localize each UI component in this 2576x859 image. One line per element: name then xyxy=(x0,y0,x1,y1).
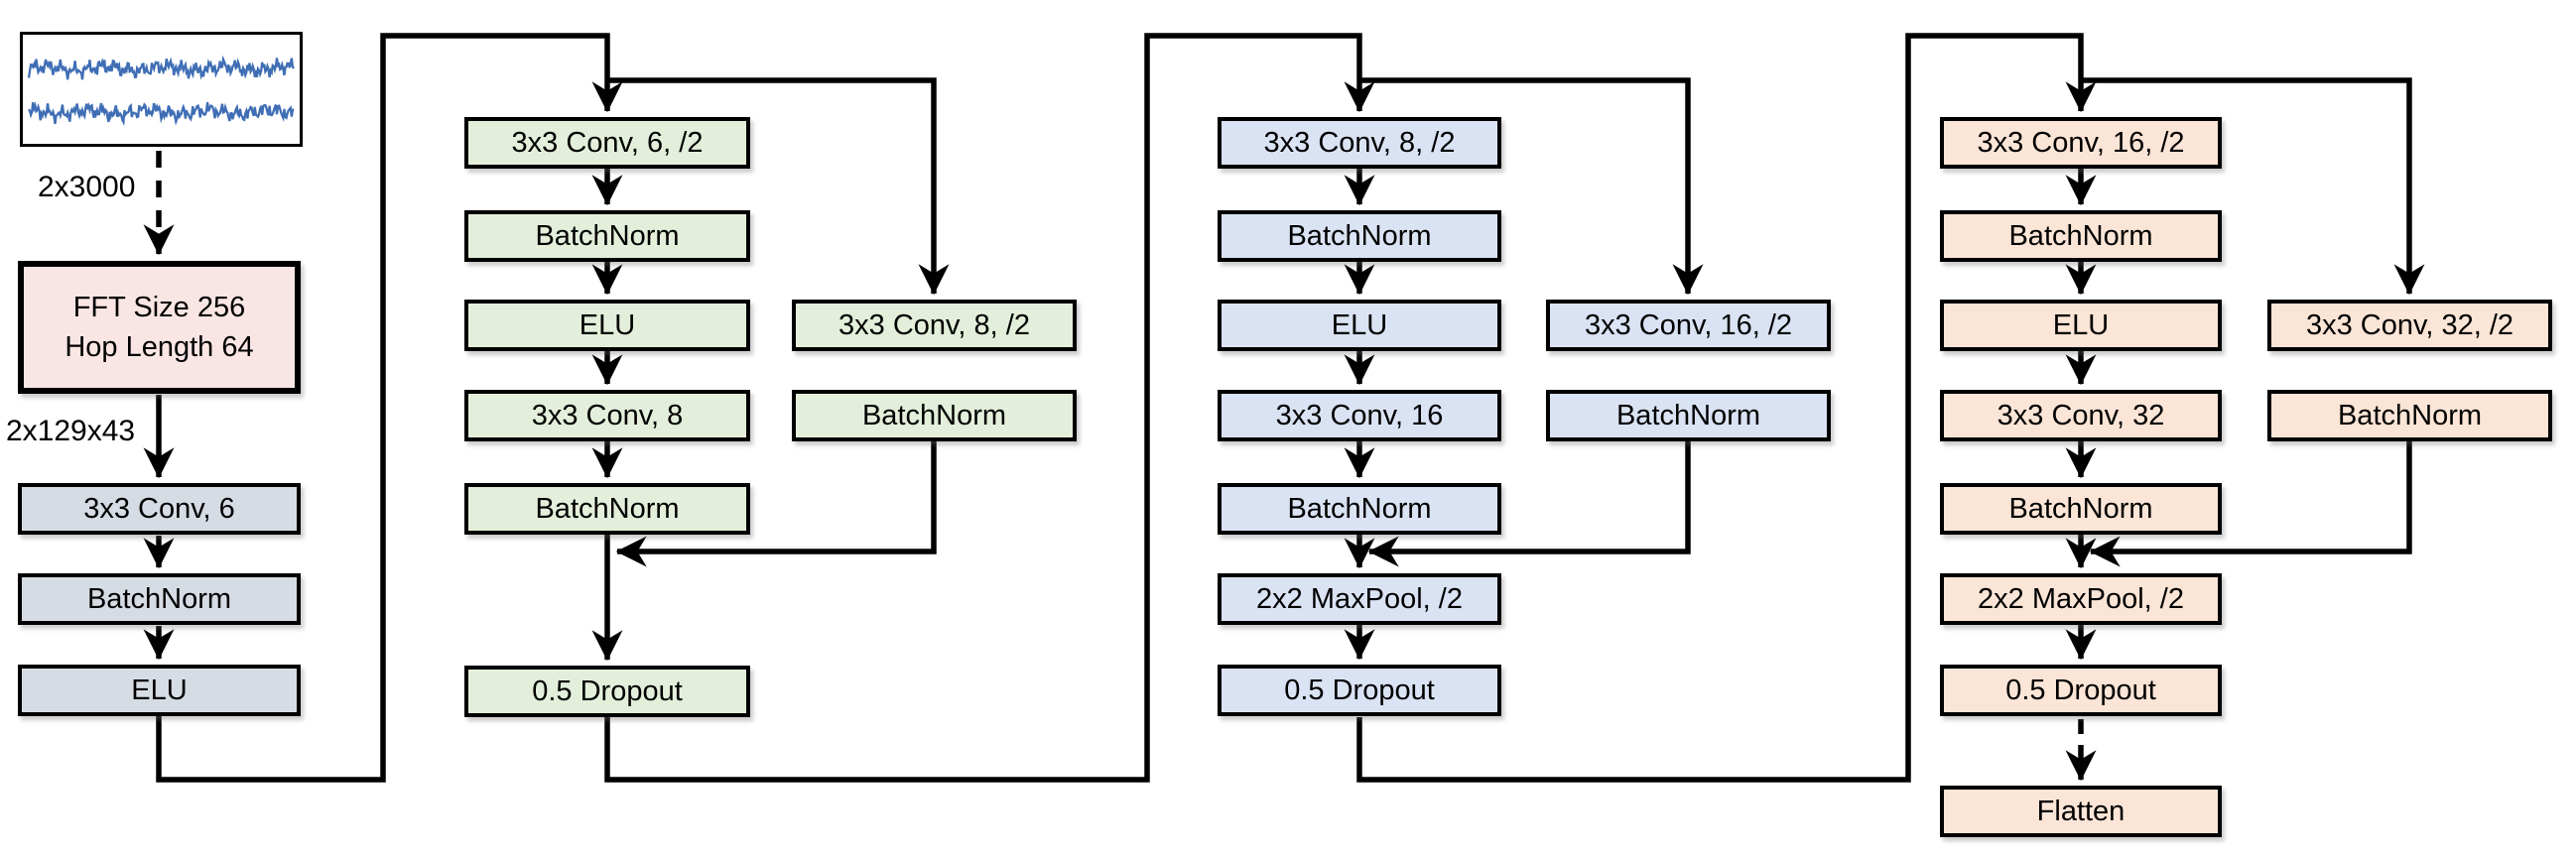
block3-batchnorm1: BatchNorm xyxy=(1940,210,2222,262)
block2-shortcut-batchnorm: BatchNorm xyxy=(1546,390,1831,441)
block1-shortcut-batchnorm: BatchNorm xyxy=(792,390,1077,441)
connector-block2-shortcut-in xyxy=(1359,77,1704,296)
eeg-signal-trace-1 xyxy=(27,55,295,80)
stft-fft-size: FFT Size 256 xyxy=(72,292,246,323)
block3-conv2: 3x3 Conv, 32 xyxy=(1940,390,2222,441)
stem-conv: 3x3 Conv, 6 xyxy=(18,483,301,535)
connector-stem-to-block1 xyxy=(156,33,623,783)
connector-block1-shortcut-merge xyxy=(615,441,937,567)
stft-output-shape-label: 2x129x43 xyxy=(6,415,136,447)
connector-block2-to-block3 xyxy=(1356,33,2097,783)
stft-hop-length: Hop Length 64 xyxy=(64,331,254,363)
block2-maxpool: 2x2 MaxPool, /2 xyxy=(1218,573,1501,625)
stem-elu: ELU xyxy=(18,665,301,716)
eeg-signal-trace-2 xyxy=(28,101,295,127)
block1-conv2: 3x3 Conv, 8 xyxy=(464,390,750,441)
block2-batchnorm2: BatchNorm xyxy=(1218,483,1501,535)
block3-flatten: Flatten xyxy=(1940,786,2222,837)
block2-conv-stride2: 3x3 Conv, 8, /2 xyxy=(1218,117,1501,169)
block2-conv2: 3x3 Conv, 16 xyxy=(1218,390,1501,441)
stft-box: FFT Size 256 Hop Length 64 xyxy=(18,261,301,394)
block3-batchnorm2: BatchNorm xyxy=(1940,483,2222,535)
block2-elu: ELU xyxy=(1218,300,1501,351)
input-shape-label: 2x3000 xyxy=(38,171,136,203)
block1-batchnorm2: BatchNorm xyxy=(464,483,750,535)
stem-batchnorm: BatchNorm xyxy=(18,573,301,625)
block3-dropout: 0.5 Dropout xyxy=(1940,665,2222,716)
block3-shortcut-conv: 3x3 Conv, 32, /2 xyxy=(2267,300,2552,351)
block1-dropout: 0.5 Dropout xyxy=(464,666,750,717)
connector-block1-to-block2 xyxy=(604,33,1375,783)
block2-batchnorm1: BatchNorm xyxy=(1218,210,1501,262)
block1-conv-stride2: 3x3 Conv, 6, /2 xyxy=(464,117,750,169)
eeg-waveform-plot xyxy=(27,55,295,127)
block3-shortcut-batchnorm: BatchNorm xyxy=(2267,390,2552,441)
connector-block1-shortcut-in xyxy=(607,77,950,296)
block3-maxpool: 2x2 MaxPool, /2 xyxy=(1940,573,2222,625)
connector-block3-shortcut-merge xyxy=(2089,441,2412,567)
block2-shortcut-conv: 3x3 Conv, 16, /2 xyxy=(1546,300,1831,351)
input-signal-box xyxy=(20,32,303,147)
block1-elu: ELU xyxy=(464,300,750,351)
connector-block2-shortcut-merge xyxy=(1367,441,1691,567)
block3-conv-stride2: 3x3 Conv, 16, /2 xyxy=(1940,117,2222,169)
block1-batchnorm1: BatchNorm xyxy=(464,210,750,262)
block3-elu: ELU xyxy=(1940,300,2222,351)
block2-dropout: 0.5 Dropout xyxy=(1218,665,1501,716)
block1-shortcut-conv: 3x3 Conv, 8, /2 xyxy=(792,300,1077,351)
connector-block3-shortcut-in xyxy=(2081,77,2425,296)
